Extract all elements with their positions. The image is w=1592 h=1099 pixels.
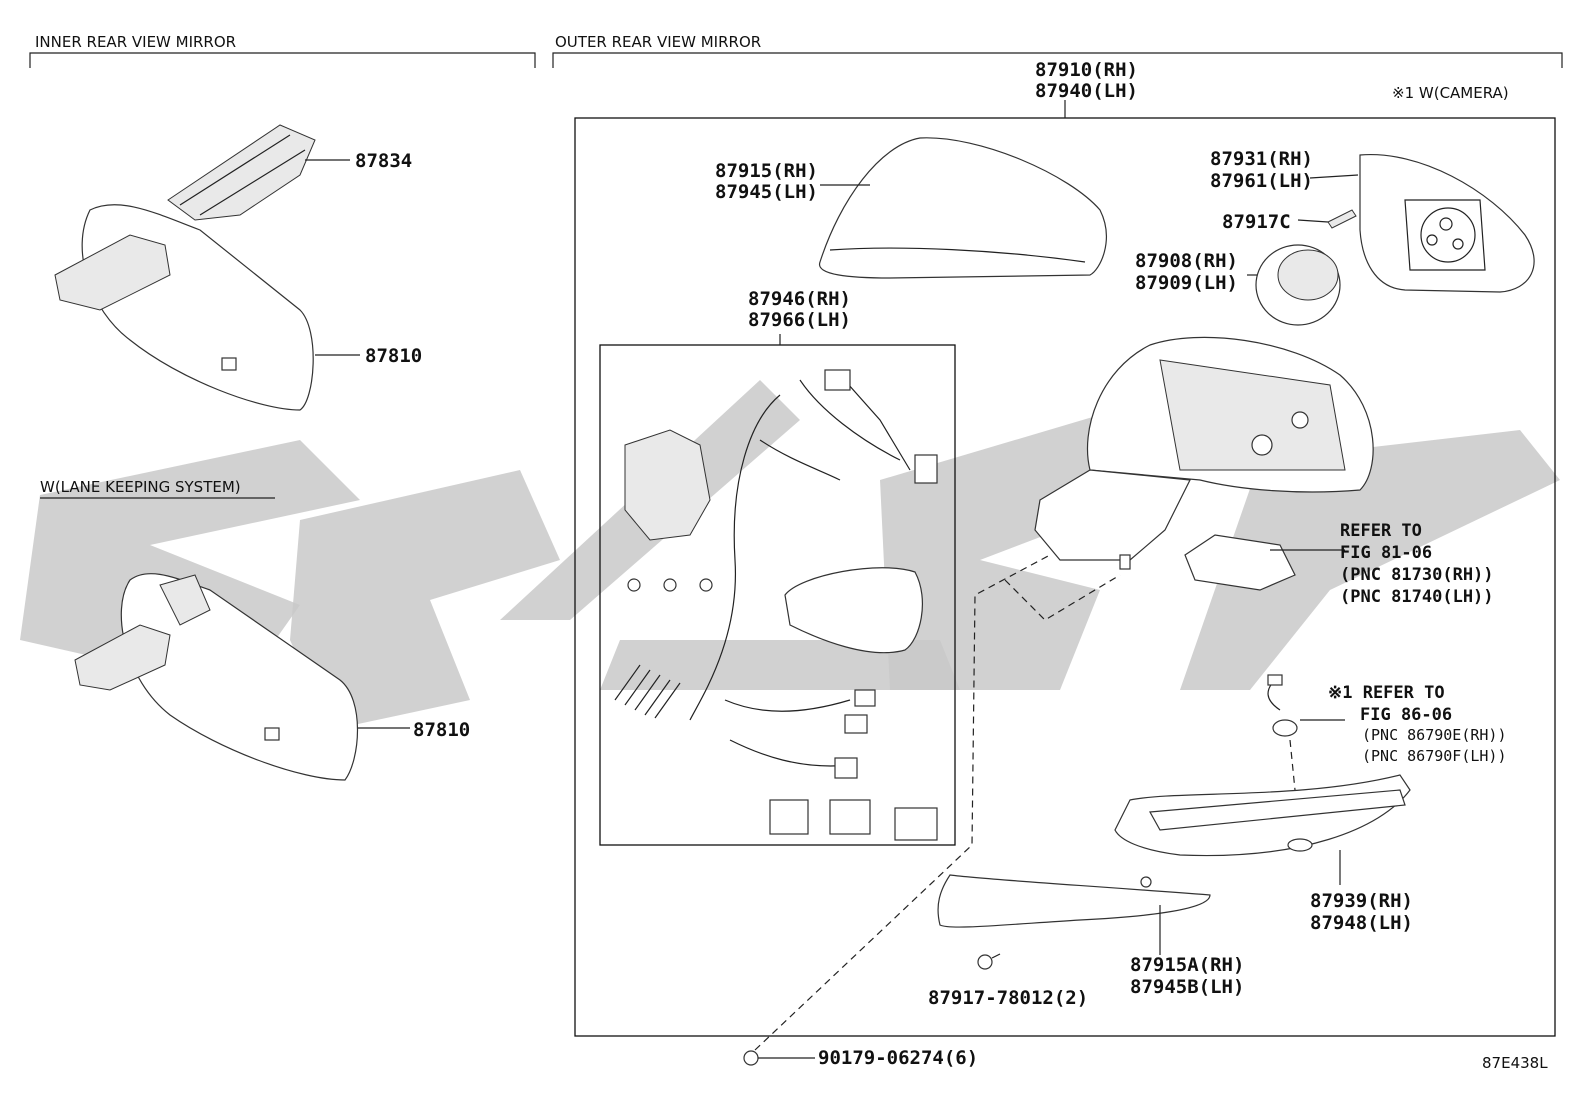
mirror-glass [1359,153,1535,293]
harness-kit-frame [599,344,956,846]
inner-section-title: INNER REAR VIEW MIRROR [35,33,236,51]
diagram-code: 87E438L [1482,1054,1548,1072]
ref1-line3: (PNC 81730(RH)) [1340,565,1494,585]
screw-87917-78012 [977,953,1001,970]
glass-leader [1309,174,1359,179]
assy-rh-label: 87910(RH) [1035,59,1138,81]
inner-mirror-lane-keeping [74,573,358,781]
base-lh-label: 87948(LH) [1310,912,1413,934]
side-camera [1267,674,1298,737]
clip-install-line [754,554,1051,1051]
ref2-line3: (PNC 86790E(RH)) [1362,726,1507,744]
screw-leader [1297,219,1329,223]
screw-87917c [1327,209,1357,229]
outer-section-bracket [552,52,1563,68]
turn-signal-lamp [1184,534,1296,591]
ref1-line2: FIG 81-06 [1340,543,1432,563]
ref2-line1: ※1 REFER TO [1328,683,1445,703]
motor-rh-label: 87908(RH) [1135,250,1238,272]
lower-rh-label: 87915A(RH) [1130,954,1244,976]
ref1-line4: (PNC 81740(LH)) [1340,587,1494,607]
cover-lh-label: 87945(LH) [715,181,818,203]
camera-install-line [1289,739,1296,791]
motor-lh-label: 87909(LH) [1135,272,1238,294]
camera-note: ※1 W(CAMERA) [1392,84,1509,102]
glass-rh-label: 87931(RH) [1210,148,1313,170]
mirror-housing [1034,336,1374,570]
p87834-label: 87834 [355,150,412,172]
screw-label: 87917C [1222,211,1291,233]
lower-cover [937,874,1211,928]
harness-parts [614,369,938,841]
ref2-line2: FIG 86-06 [1360,705,1452,725]
harness-lh-label: 87966(LH) [748,309,851,331]
mirror-cover [819,137,1107,279]
mirror-base-cover [1114,774,1411,857]
glass-lh-label: 87961(LH) [1210,170,1313,192]
p87810b-label: 87810 [413,719,470,741]
clip-90179 [743,1050,759,1066]
ref2-line4: (PNC 86790F(LH)) [1362,747,1507,765]
mirror-actuator [1255,244,1341,326]
ref1-line1: REFER TO [1340,521,1422,541]
lower-lh-label: 87945B(LH) [1130,976,1244,998]
base-rh-label: 87939(RH) [1310,890,1413,912]
clip-label: 90179-06274(6) [818,1047,978,1069]
inner-mirror-cover [167,124,316,221]
cover-rh-label: 87915(RH) [715,160,818,182]
outer-section-title: OUTER REAR VIEW MIRROR [555,33,761,51]
p87810a-label: 87810 [365,345,422,367]
inner-section-bracket [29,52,536,68]
housing-dash-box [1004,574,1121,621]
harness-rh-label: 87946(RH) [748,288,851,310]
screw2-label: 87917-78012(2) [928,987,1088,1009]
assy-lh-label: 87940(LH) [1035,80,1138,102]
inner-mirror-top [54,204,314,411]
lane-section-title: W(LANE KEEPING SYSTEM) [40,478,241,496]
